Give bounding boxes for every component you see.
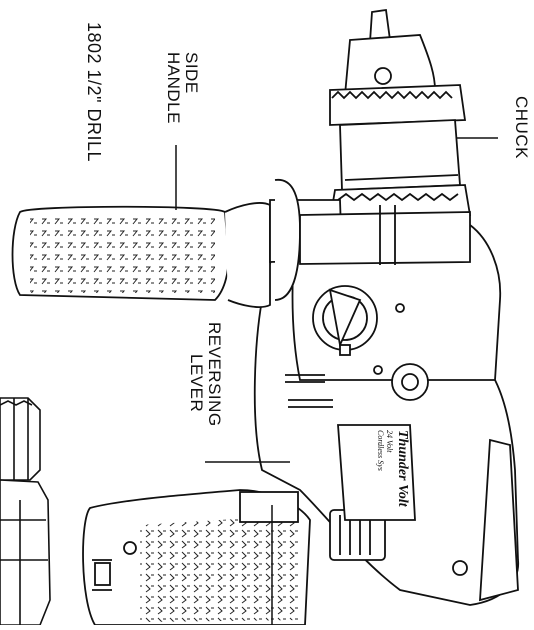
pistol-grip <box>82 489 311 626</box>
brand-line2: Cordless Sys <box>376 430 385 471</box>
brand-line1: 24 Volt <box>385 430 394 453</box>
partial-drill-chuck <box>0 397 51 626</box>
chuck <box>328 8 472 221</box>
side-handle-label-line2: HANDLE <box>164 52 184 124</box>
drill-model-title-text: 1802 1/2" DRILL <box>84 22 104 162</box>
reversing-lever-label-line2: LEVER <box>187 354 207 413</box>
chuck-label: CHUCK <box>512 96 531 159</box>
chuck-label-text: CHUCK <box>512 96 531 159</box>
drill-model-title: 1802 1/2" DRILL <box>84 22 104 162</box>
side-handle-label: SIDE HANDLE <box>164 52 201 124</box>
reversing-lever-label-line1: REVERSING <box>205 322 224 427</box>
leader-lines <box>175 137 498 625</box>
side-handle <box>11 178 471 308</box>
reversing-lever-label: REVERSING LEVER <box>187 322 224 427</box>
brand-plate: Thunder Volt 24 Volt Cordless Sys <box>376 430 410 507</box>
side-handle-label-line1: SIDE <box>182 52 201 94</box>
brand-name: Thunder Volt <box>395 430 410 507</box>
